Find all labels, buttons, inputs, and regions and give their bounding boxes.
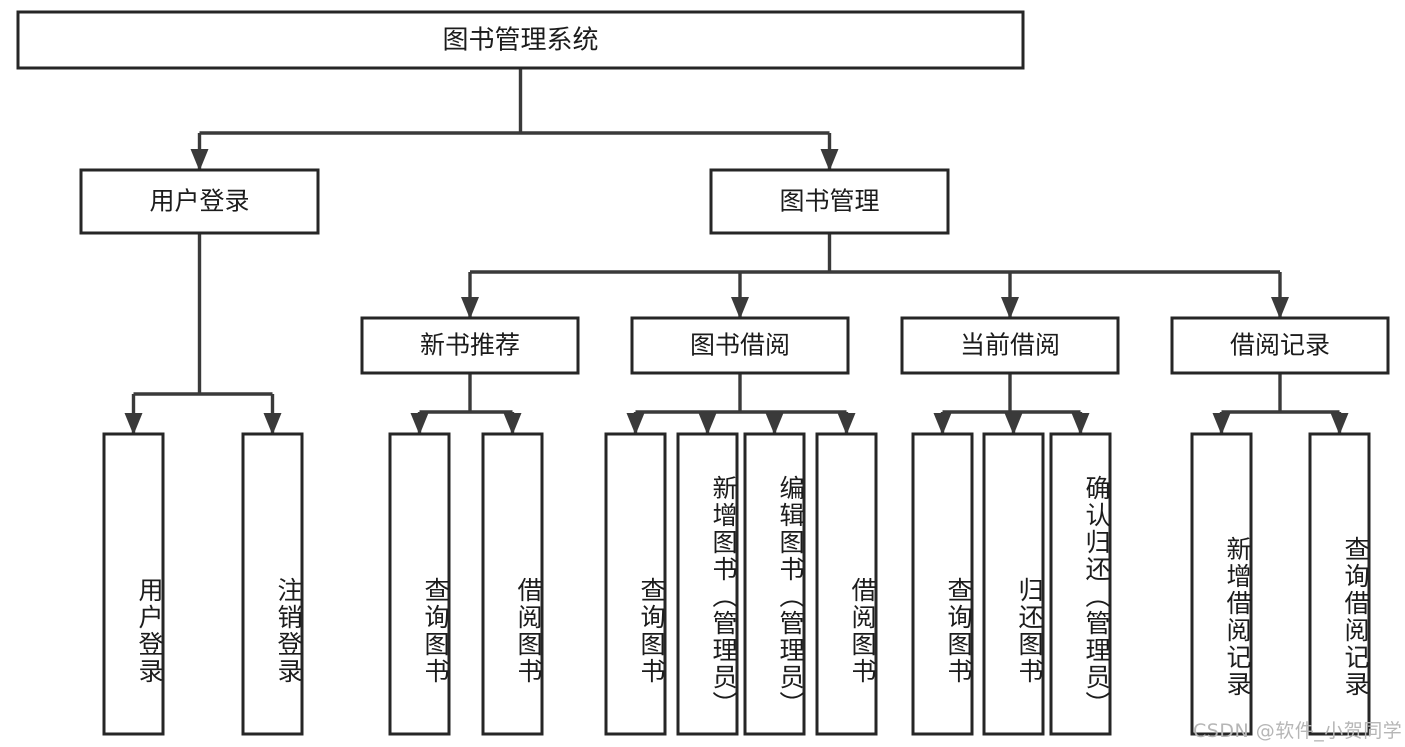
node-book-borrow[interactable]: 图书借阅 bbox=[630, 316, 850, 375]
node-leaf-query-book-cb[interactable] bbox=[911, 432, 974, 736]
arrowhead-icon-book-borrow bbox=[731, 297, 749, 319]
node-leaf-borrow-book-rec[interactable] bbox=[481, 432, 544, 736]
arrowhead-icon-leaf-query-book-cb bbox=[933, 413, 952, 435]
arrowhead-icon-leaf-query-book-rec bbox=[410, 413, 429, 435]
node-new-book-rec[interactable]: 新书推荐 bbox=[360, 316, 580, 375]
csdn-watermark: CSDN @软件_小贺同学 bbox=[1193, 720, 1403, 742]
node-leaf-query-book-bb[interactable] bbox=[604, 432, 667, 736]
node-book-manage[interactable]: 图书管理 bbox=[709, 168, 950, 235]
node-root[interactable]: 图书管理系统 bbox=[16, 10, 1025, 70]
node-leaf-logout[interactable] bbox=[241, 432, 304, 736]
node-label-new-book-rec: 新书推荐 bbox=[420, 331, 520, 360]
node-label-book-borrow: 图书借阅 bbox=[690, 331, 790, 360]
arrowhead-icon-leaf-user-login bbox=[124, 413, 143, 435]
arrowhead-icon-borrow-record bbox=[1271, 297, 1289, 319]
node-label-book-manage: 图书管理 bbox=[779, 187, 879, 216]
arrowhead-icon-current-borrow bbox=[1001, 297, 1019, 319]
node-leaf-borrow-book-bb[interactable] bbox=[815, 432, 878, 736]
arrowhead-icon-leaf-logout bbox=[263, 413, 282, 435]
arrowhead-icon-book-manage bbox=[820, 149, 839, 171]
arrowhead-icon-leaf-borrow-book-rec bbox=[503, 413, 522, 435]
arrowhead-icon-leaf-query-book-bb bbox=[626, 413, 645, 435]
arrowhead-icon-new-book-rec bbox=[461, 297, 479, 319]
node-leaf-edit-book[interactable] bbox=[743, 432, 806, 736]
node-label-user-login: 用户登录 bbox=[149, 187, 249, 216]
arrowhead-icon-leaf-add-record bbox=[1212, 413, 1231, 435]
node-label-root: 图书管理系统 bbox=[442, 26, 598, 56]
node-leaf-query-record[interactable] bbox=[1308, 432, 1371, 736]
arrowhead-icon-leaf-edit-book bbox=[765, 413, 784, 435]
arrowhead-icon-leaf-add-book bbox=[698, 413, 717, 435]
node-leaf-query-book-rec[interactable] bbox=[388, 432, 451, 736]
node-leaf-confirm-return[interactable] bbox=[1049, 432, 1112, 736]
node-leaf-user-login[interactable] bbox=[102, 432, 165, 736]
node-label-borrow-record: 借阅记录 bbox=[1230, 331, 1330, 360]
node-user-login[interactable]: 用户登录 bbox=[79, 168, 320, 235]
arrowhead-icon-leaf-confirm-return bbox=[1071, 413, 1090, 435]
node-leaf-return-book[interactable] bbox=[982, 432, 1045, 736]
arrowhead-icon-user-login bbox=[190, 149, 209, 171]
node-label-current-borrow: 当前借阅 bbox=[960, 331, 1060, 360]
arrowhead-icon-leaf-return-book bbox=[1004, 413, 1023, 435]
node-leaf-add-record[interactable] bbox=[1190, 432, 1253, 736]
arrowhead-icon-leaf-borrow-book-bb bbox=[837, 413, 856, 435]
node-leaf-add-book[interactable] bbox=[676, 432, 739, 736]
arrowhead-icon-leaf-query-record bbox=[1330, 413, 1349, 435]
node-current-borrow[interactable]: 当前借阅 bbox=[900, 316, 1120, 375]
connector-lines bbox=[124, 68, 1349, 435]
node-borrow-record[interactable]: 借阅记录 bbox=[1170, 316, 1390, 375]
